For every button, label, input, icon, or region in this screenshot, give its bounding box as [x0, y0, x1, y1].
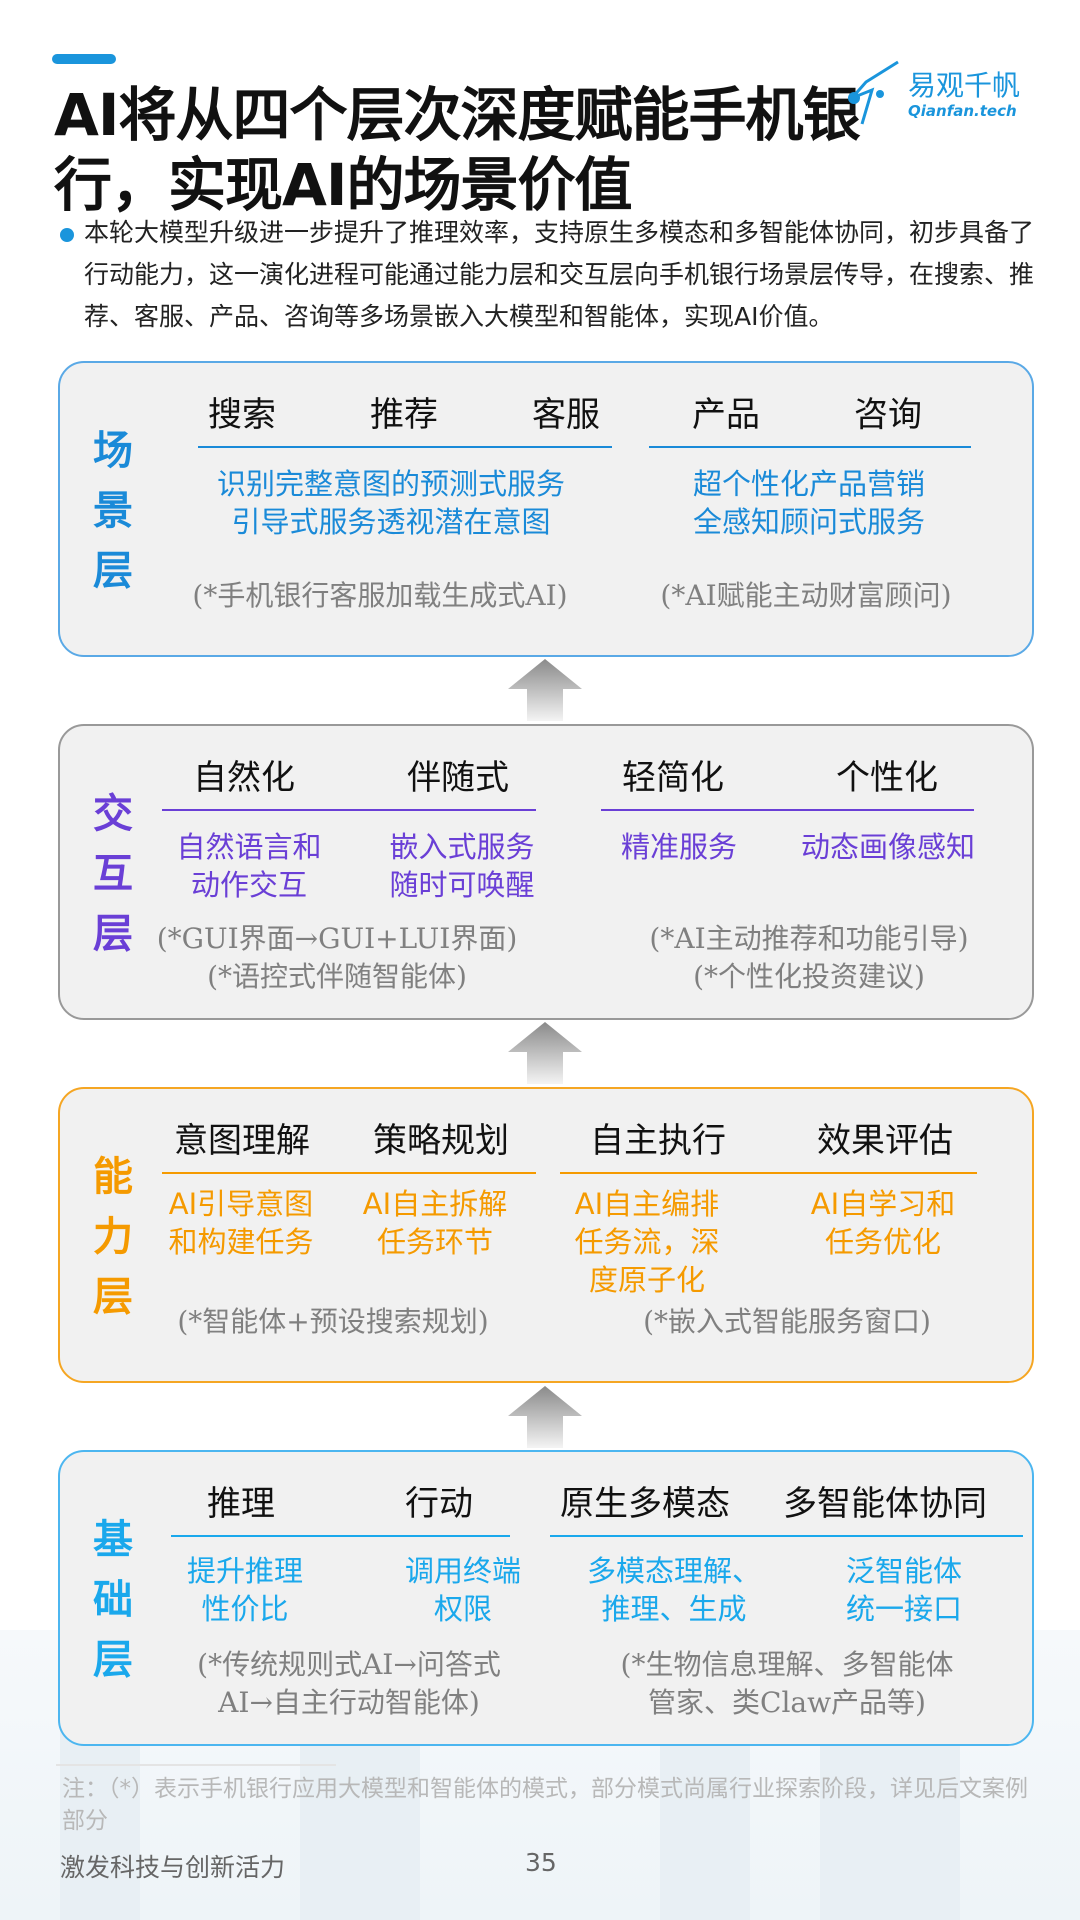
up-arrow-icon	[508, 1386, 582, 1448]
capability-text: 调用终端 权限	[404, 1554, 522, 1626]
page-title: AI将从四个层次深度赋能手机银行，实现AI的场景价值	[54, 81, 860, 219]
mode-note: (*生物信息理解、多智能体 管家、类Claw产品等)	[620, 1648, 954, 1719]
layer-label: 交互层	[93, 791, 133, 957]
capability-text: 超个性化产品营销 全感知顾问式服务	[692, 467, 926, 539]
column-heading: 搜索	[208, 395, 276, 435]
capability-text: 动态画像感知	[800, 830, 976, 864]
column-heading: 推理	[207, 1484, 275, 1524]
heading-underline	[560, 1172, 977, 1174]
column-heading: 意图理解	[174, 1121, 310, 1161]
sail-logo-icon	[848, 60, 899, 125]
logo: 易观千帆 Qianfan.tech	[846, 60, 1046, 130]
heading-underline	[162, 809, 536, 811]
mode-note: (*手机银行客服加载生成式AI)	[192, 579, 568, 612]
capability-text: AI引导意图 和构建任务	[168, 1187, 314, 1259]
column-heading: 自主执行	[590, 1121, 726, 1161]
column-heading: 客服	[532, 395, 600, 435]
up-arrow-icon	[508, 659, 582, 721]
accent-bar	[52, 54, 116, 64]
column-heading: 轻简化	[622, 758, 724, 798]
mode-note: (*AI主动推荐和功能引导) (*个性化投资建议)	[649, 922, 969, 993]
layer-label: 场景层	[93, 428, 133, 594]
logo-subtext: Qianfan.tech	[908, 102, 1017, 120]
layer-label: 能力层	[93, 1154, 133, 1320]
bullet-icon	[60, 228, 74, 242]
intro-text: 本轮大模型升级进一步提升了推理效率，支持原生多模态和多智能体协同，初步具备了行动…	[84, 218, 1035, 331]
column-heading: 效果评估	[817, 1121, 953, 1161]
mode-note: (*智能体+预设搜索规划)	[177, 1305, 489, 1338]
capability-text: 嵌入式服务 随时可唤醒	[389, 830, 535, 902]
heading-underline	[550, 1535, 1023, 1537]
mode-note: (*嵌入式智能服务窗口)	[643, 1305, 931, 1338]
column-heading: 原生多模态	[560, 1484, 730, 1524]
column-heading: 伴随式	[407, 758, 509, 798]
capability-text: 提升推理 性价比	[186, 1554, 304, 1626]
page-number: 35	[525, 1848, 557, 1877]
capability-text: 识别完整意图的预测式服务 引导式服务透视潜在意图	[216, 467, 566, 539]
column-heading: 个性化	[836, 758, 938, 798]
heading-underline	[198, 446, 612, 448]
logo-text: 易观千帆	[908, 69, 1021, 102]
column-heading: 行动	[405, 1484, 473, 1524]
capability-text: AI自学习和 任务优化	[810, 1187, 956, 1259]
footnote: 注：（*）表示手机银行应用大模型和智能体的模式，部分模式尚属行业探索阶段，详见后…	[62, 1776, 1028, 1834]
capability-text: 泛智能体 统一接口	[845, 1554, 963, 1626]
capability-text: 多模态理解、 推理、生成	[586, 1554, 762, 1626]
heading-underline	[601, 809, 974, 811]
layer-label: 基础层	[93, 1517, 133, 1683]
capability-text: AI自主拆解 任务环节	[362, 1187, 508, 1259]
divider	[56, 1764, 336, 1766]
layer-box-interaction: 交互层 自然化 伴随式 轻简化 个性化自然语言和 动作交互嵌入式服务 随时可唤醒 精准服务…	[58, 724, 1034, 1020]
layer-box-base: 基础层 推理 行动 原生多模态 多智能体协同提升推理 性价比 调用终端 权限多模态理解、 …	[58, 1450, 1034, 1746]
section-name: 激发科技与创新活力	[60, 1853, 286, 1882]
layer-box-ability: 能力层 意图理解 策略规划 自主执行 效果评估 AI引导意图 和构建任务 AI自主拆解 任务…	[58, 1087, 1034, 1383]
column-heading: 推荐	[370, 395, 438, 435]
column-heading: 产品	[692, 395, 760, 435]
column-heading: 多智能体协同	[783, 1484, 987, 1524]
column-heading: 咨询	[854, 395, 922, 435]
heading-underline	[649, 446, 971, 448]
capability-text: AI自主编排 任务流，深 度原子化	[574, 1187, 720, 1297]
capability-text: 精准服务	[620, 830, 738, 864]
mode-note: (*传统规则式AI→问答式 AI→自主行动智能体)	[197, 1648, 501, 1719]
capability-text: 自然语言和 动作交互	[176, 830, 322, 902]
heading-underline	[171, 1535, 510, 1537]
up-arrow-icon	[508, 1022, 582, 1084]
mode-note: (*AI赋能主动财富顾问)	[660, 579, 952, 612]
layer-box-scene: 场景层 搜索 推荐 客服 产品 咨询识别完整意图的预测式服务 引导式服务透视潜在意图 超个性…	[58, 361, 1034, 657]
column-heading: 自然化	[193, 758, 295, 798]
heading-underline	[162, 1172, 536, 1174]
mode-note: (*GUI界面→GUI+LUI界面) (*语控式伴随智能体)	[156, 922, 518, 993]
column-heading: 策略规划	[373, 1121, 509, 1161]
